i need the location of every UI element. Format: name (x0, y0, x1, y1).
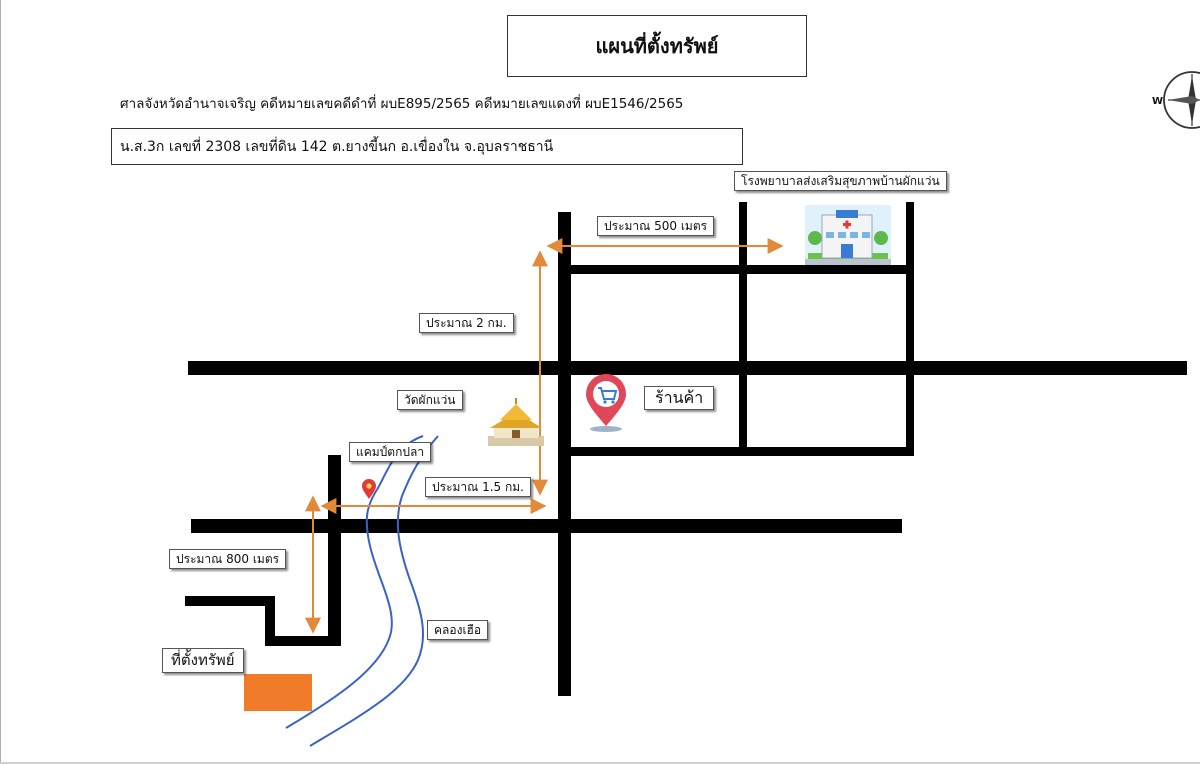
page-frame-left (0, 0, 1, 764)
road-main-lower (191, 519, 902, 533)
road-vertical-mid (739, 202, 747, 452)
map-pin-icon (362, 479, 376, 499)
label-distance-1-5km: ประมาณ 1.5 กม. (425, 477, 531, 497)
road-access-bottom (265, 636, 341, 646)
road-shop-street (565, 447, 914, 456)
road-access-top (185, 596, 275, 606)
canal-klong-huea (285, 435, 439, 747)
shopping-cart-pin-icon (586, 374, 626, 432)
page-frame-bottom (0, 762, 1200, 764)
label-property-location: ที่ตั้งทรัพย์ (162, 648, 244, 673)
deed-info-box: น.ส.3ก เลขที่ 2308 เลขที่ดิน 142 ต.ยางขี… (111, 128, 743, 165)
compass-icon: W (1152, 71, 1200, 129)
label-fishing-camp: แคมป์ตกปลา (349, 442, 432, 462)
label-shop: ร้านค้า (644, 386, 715, 410)
label-distance-500m: ประมาณ 500 เมตร (597, 216, 715, 236)
road-vertical-west (328, 455, 341, 646)
label-distance-800m: ประมาณ 800 เมตร (169, 549, 287, 569)
court-case-line: ศาลจังหวัดอำนาจเจริญ คดีหมายเลขคดีดำที่ … (120, 96, 684, 112)
hospital-building-icon (805, 205, 891, 265)
label-distance-2km: ประมาณ 2 กม. (419, 313, 514, 333)
road-main-upper (188, 361, 1187, 375)
road-vertical-east (906, 202, 914, 456)
label-hospital: โรงพยาบาลส่งเสริมสุขภาพบ้านผักแว่น (734, 171, 947, 191)
road-hospital-street (558, 265, 912, 274)
label-canal: คลองเฮือ (427, 620, 489, 640)
property-location-marker (244, 674, 312, 711)
deed-info-text: น.ส.3ก เลขที่ 2308 เลขที่ดิน 142 ต.ยางขี… (120, 138, 554, 155)
map-title: แผนที่ตั้งทรัพย์ (595, 34, 719, 58)
road-vertical-center (558, 212, 571, 696)
map-title-box: แผนที่ตั้งทรัพย์ (507, 15, 807, 77)
compass-west-letter: W (1152, 96, 1163, 107)
road-network (185, 202, 1187, 696)
road-access-vertical (265, 596, 275, 646)
label-temple: วัดผักแว่น (397, 390, 463, 410)
distance-arrows (305, 238, 784, 634)
temple-icon (488, 398, 544, 446)
